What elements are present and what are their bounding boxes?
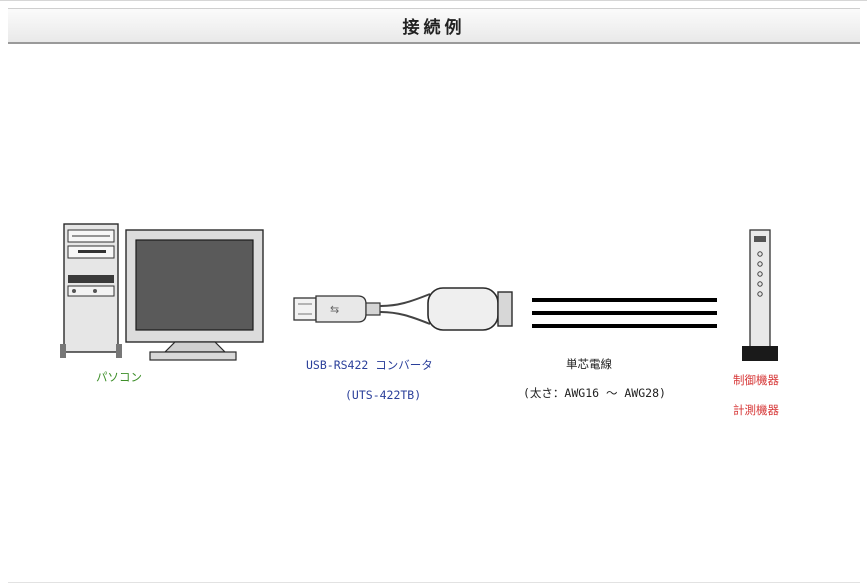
control-device-label: 制御機器: [733, 373, 779, 387]
pc-monitor: [125, 229, 264, 361]
bottom-rule: [8, 582, 860, 583]
svg-text:⇆: ⇆: [330, 303, 339, 316]
converter-name-label: USB-RS422 コンバータ: [306, 358, 433, 372]
pc-tower: [60, 223, 122, 358]
computer-label: パソコン: [96, 370, 142, 384]
page-title: 接続例: [402, 18, 466, 38]
single-core-wire-icon: [532, 298, 717, 328]
top-rule: [0, 0, 867, 1]
control-device-icon: [742, 229, 778, 361]
wire-spec-label: (太さ：AWG16 ～ AWG28): [523, 386, 666, 400]
wire-name-label: 単芯電線: [566, 357, 612, 371]
measurement-device-label: 計測機器: [733, 403, 779, 417]
section-header: 接続例: [8, 8, 860, 44]
usb-converter-icon: ⇆: [293, 287, 513, 331]
converter-model-label: (UTS-422TB): [345, 388, 422, 402]
desktop-computer-icon: [60, 223, 264, 361]
